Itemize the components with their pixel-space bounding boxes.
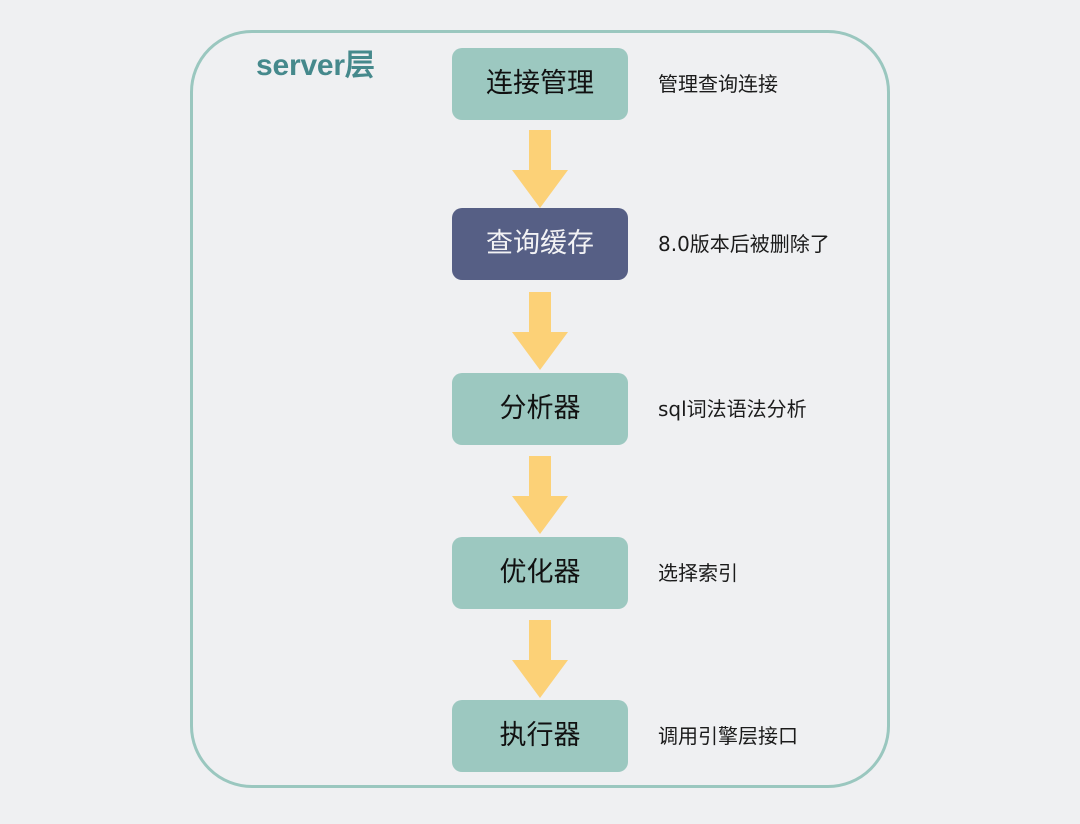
- arrow-down-icon: [512, 456, 568, 534]
- arrow-down-icon: [512, 620, 568, 698]
- node-label: 优化器: [499, 557, 581, 588]
- node-label: 查询缓存: [486, 228, 594, 259]
- note-executor: 调用引擎层接口: [658, 724, 798, 748]
- node-connection-management[interactable]: 连接管理: [452, 48, 628, 120]
- node-query-cache[interactable]: 查询缓存: [452, 208, 628, 280]
- arrow-down-icon: [512, 130, 568, 208]
- note-query-cache: 8.0版本后被删除了: [658, 232, 830, 256]
- server-layer-title: server层: [256, 49, 375, 82]
- node-optimizer[interactable]: 优化器: [452, 537, 628, 609]
- note-optimizer: 选择索引: [658, 561, 738, 585]
- node-executor[interactable]: 执行器: [452, 700, 628, 772]
- server-layer-frame: [190, 30, 890, 788]
- arrow-down-icon: [512, 292, 568, 370]
- note-analyzer: sql词法语法分析: [658, 397, 807, 421]
- node-label: 连接管理: [486, 68, 594, 99]
- note-connection-management: 管理查询连接: [658, 72, 778, 96]
- node-analyzer[interactable]: 分析器: [452, 373, 628, 445]
- node-label: 分析器: [499, 393, 581, 424]
- node-label: 执行器: [499, 720, 581, 751]
